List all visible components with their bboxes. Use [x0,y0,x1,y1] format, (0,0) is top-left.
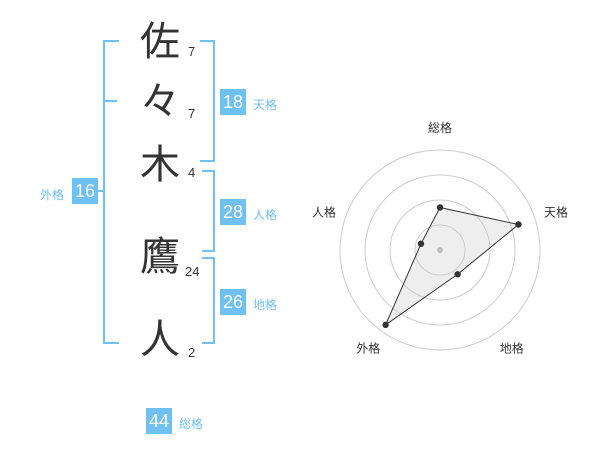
radar-axis-label-3: 地格 [500,341,524,356]
radar-series-area [384,206,520,327]
name-char-1: 佐 [140,19,180,65]
radar-ring-3 [364,174,516,326]
chikaku-bracket [202,257,215,344]
radar-point-5 [417,240,425,248]
soukaku-label: 総格 [179,417,204,431]
tenkaku-label: 天格 [253,98,278,112]
stroke-count-3: 4 [188,165,196,180]
name-char-5: 人 [140,317,180,363]
jinkaku-bracket [202,170,215,252]
radar-center [437,247,443,253]
jinkaku-label: 人格 [253,208,278,222]
name-char-3: 木 [140,142,180,188]
stroke-count-5: 2 [188,345,196,360]
stroke-count-1: 7 [188,44,196,59]
radar-axis-label-5: 人格 [312,204,336,219]
radar-ring-2 [389,199,491,301]
name-char-2: 々 [140,79,180,125]
gaikaku-bracket [103,40,119,344]
radar-ring-1 [414,224,466,276]
radar-point-1 [436,204,444,211]
gaikaku-bracket-connector [98,190,103,192]
gaikaku-bracket-tick [103,100,117,102]
soukaku-badge: 44 [146,408,172,434]
chikaku-label: 地格 [253,298,278,312]
gaikaku-badge: 16 [72,178,98,204]
name-char-4: 鷹 [140,234,180,280]
gaikaku-label: 外格 [40,188,65,202]
stroke-count-4: 24 [185,264,200,279]
jinkaku-badge: 28 [220,199,246,225]
radar-axis-label-2: 天格 [544,204,568,219]
tenkaku-bracket [200,40,215,162]
radar-point-4 [382,321,389,329]
tenkaku-badge: 18 [220,89,246,115]
stroke-count-2: 7 [188,106,196,121]
chikaku-badge: 26 [220,289,246,315]
radar-axis-label-1: 総格 [428,120,452,135]
radar-point-3 [454,271,461,278]
radar-point-2 [515,221,522,228]
radar-ring-4 [339,149,541,351]
radar-axis-label-4: 外格 [356,341,380,356]
